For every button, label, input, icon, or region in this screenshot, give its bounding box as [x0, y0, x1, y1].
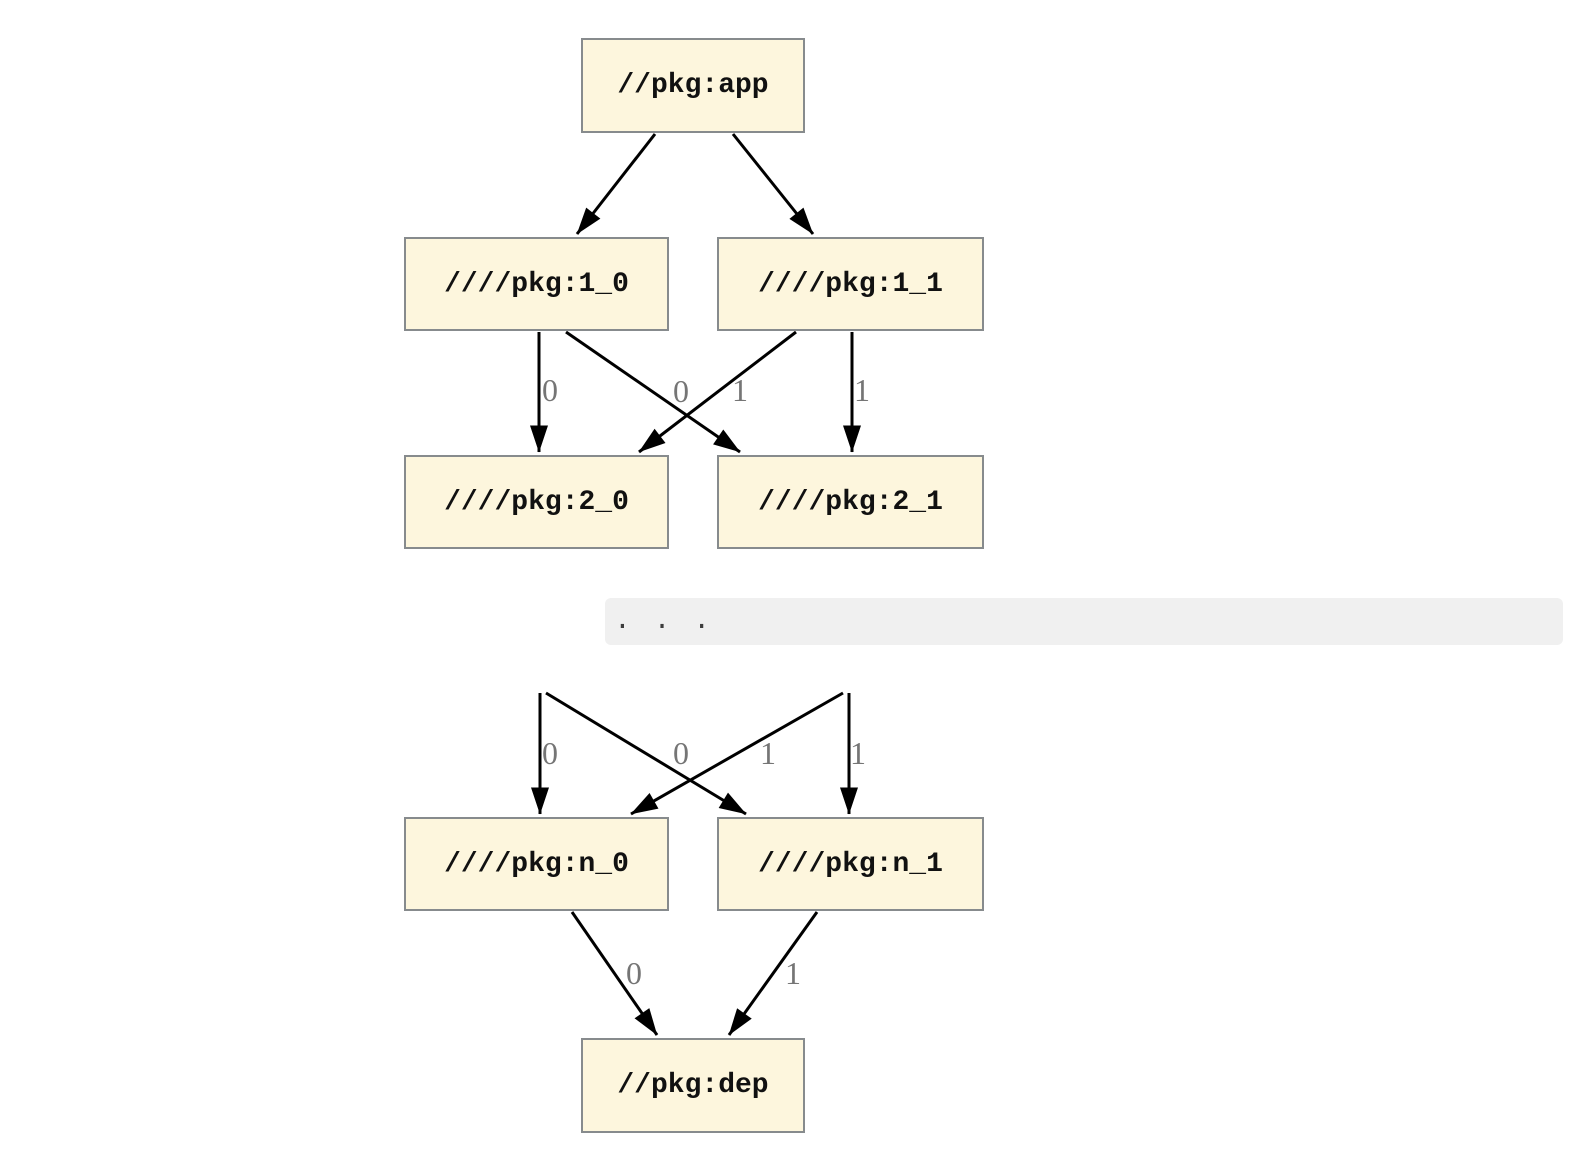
- edge-n_1-to-dep: [727, 911, 819, 1036]
- edge-label-prev0-n_0: 0: [542, 735, 558, 771]
- edge-label-n_1-dep: 1: [785, 955, 801, 991]
- node-pkg-n_1: ////pkg:n_1: [717, 817, 984, 911]
- ellipsis-text: . . .: [614, 606, 714, 637]
- edge-label-1_0-2_0: 0: [542, 372, 558, 408]
- node-pkg-2_0: ////pkg:2_0: [404, 455, 669, 549]
- edge-label-1_1-2_1: 1: [854, 372, 870, 408]
- edge-label-prev0-n_1: 0: [673, 735, 689, 771]
- edge-prev0-to-n_1: [545, 691, 747, 816]
- edge-app-to-1_0: [575, 133, 657, 235]
- ellipsis-separator: . . .: [605, 598, 1563, 645]
- edge-label-n_0-dep: 0: [626, 955, 642, 991]
- edge-n_0-to-dep: [570, 911, 659, 1036]
- edge-prev1-to-n_0: [630, 691, 844, 816]
- edge-app-to-1_1: [731, 133, 815, 235]
- edge-1_1-to-2_0: [638, 330, 797, 454]
- node-pkg-2_1: ////pkg:2_1: [717, 455, 984, 549]
- edge-label-prev1-n_1: 1: [850, 735, 866, 771]
- node-pkg-1_0: ////pkg:1_0: [404, 237, 669, 331]
- node-pkg-1_1: ////pkg:1_1: [717, 237, 984, 331]
- edge-label-1_1-2_0: 1: [732, 372, 748, 408]
- edge-label-prev1-n_0: 1: [760, 735, 776, 771]
- edge-label-1_0-2_1: 0: [673, 373, 689, 409]
- node-pkg-app: //pkg:app: [581, 38, 805, 133]
- edge-1_0-to-2_1: [565, 330, 741, 454]
- node-pkg-n_0: ////pkg:n_0: [404, 817, 669, 911]
- node-pkg-dep: //pkg:dep: [581, 1038, 805, 1133]
